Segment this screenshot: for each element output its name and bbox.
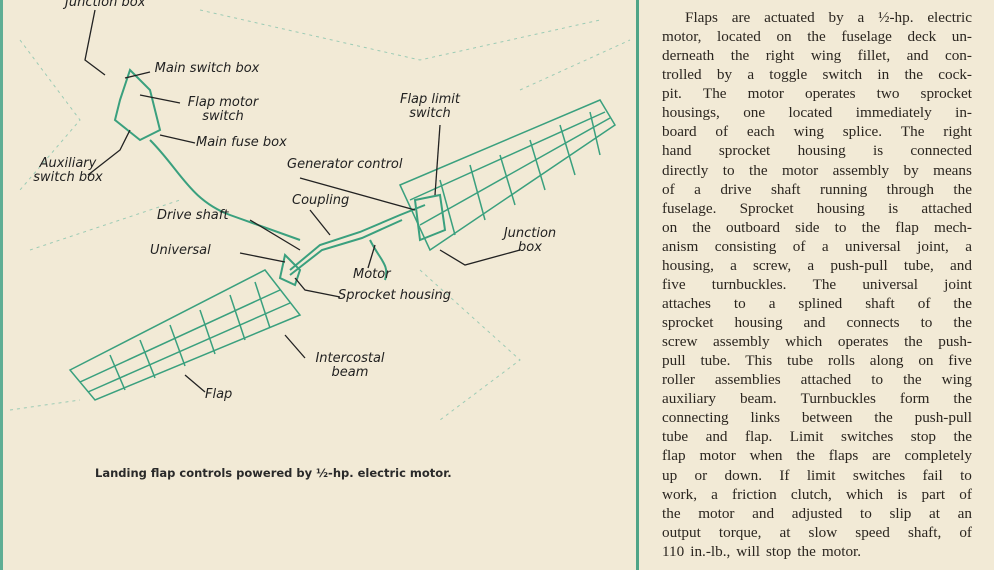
left-wing-flap — [68, 269, 302, 401]
label-flap-limit-switch: Flap limit switch — [399, 92, 461, 121]
label-flap-motor-switch: Flap motor switch — [187, 95, 259, 124]
label-coupling: Coupling — [292, 193, 350, 208]
label-junction-box-right: Junction box — [503, 226, 557, 255]
page-edge — [0, 0, 3, 570]
label-generator-control: Generator control — [287, 157, 403, 172]
label-motor: Motor — [353, 267, 391, 282]
label-main-fuse-box: Main fuse box — [196, 135, 287, 150]
label-junction-box-top: Junction box — [65, 0, 146, 10]
figure-caption: Landing flap controls powered by ½-hp. e… — [95, 466, 452, 480]
phantom-fuselage-outline — [9, 9, 631, 421]
label-universal: Universal — [150, 243, 211, 258]
label-main-switch-box: Main switch box — [154, 61, 260, 76]
column-divider — [636, 0, 639, 570]
label-intercostal-beam: Intercostal beam — [315, 351, 385, 380]
drive-shaft-and-cables — [113, 68, 447, 287]
label-drive-shaft: Drive shaft — [157, 208, 229, 223]
label-auxiliary-switch-box: Auxiliary switch box — [33, 156, 103, 185]
label-flap: Flap — [205, 387, 233, 402]
right-wing-flap — [398, 99, 617, 252]
flap-controls-diagram — [9, 9, 631, 421]
label-sprocket-housing: Sprocket housing — [338, 288, 452, 303]
leader-lines — [84, 9, 521, 393]
